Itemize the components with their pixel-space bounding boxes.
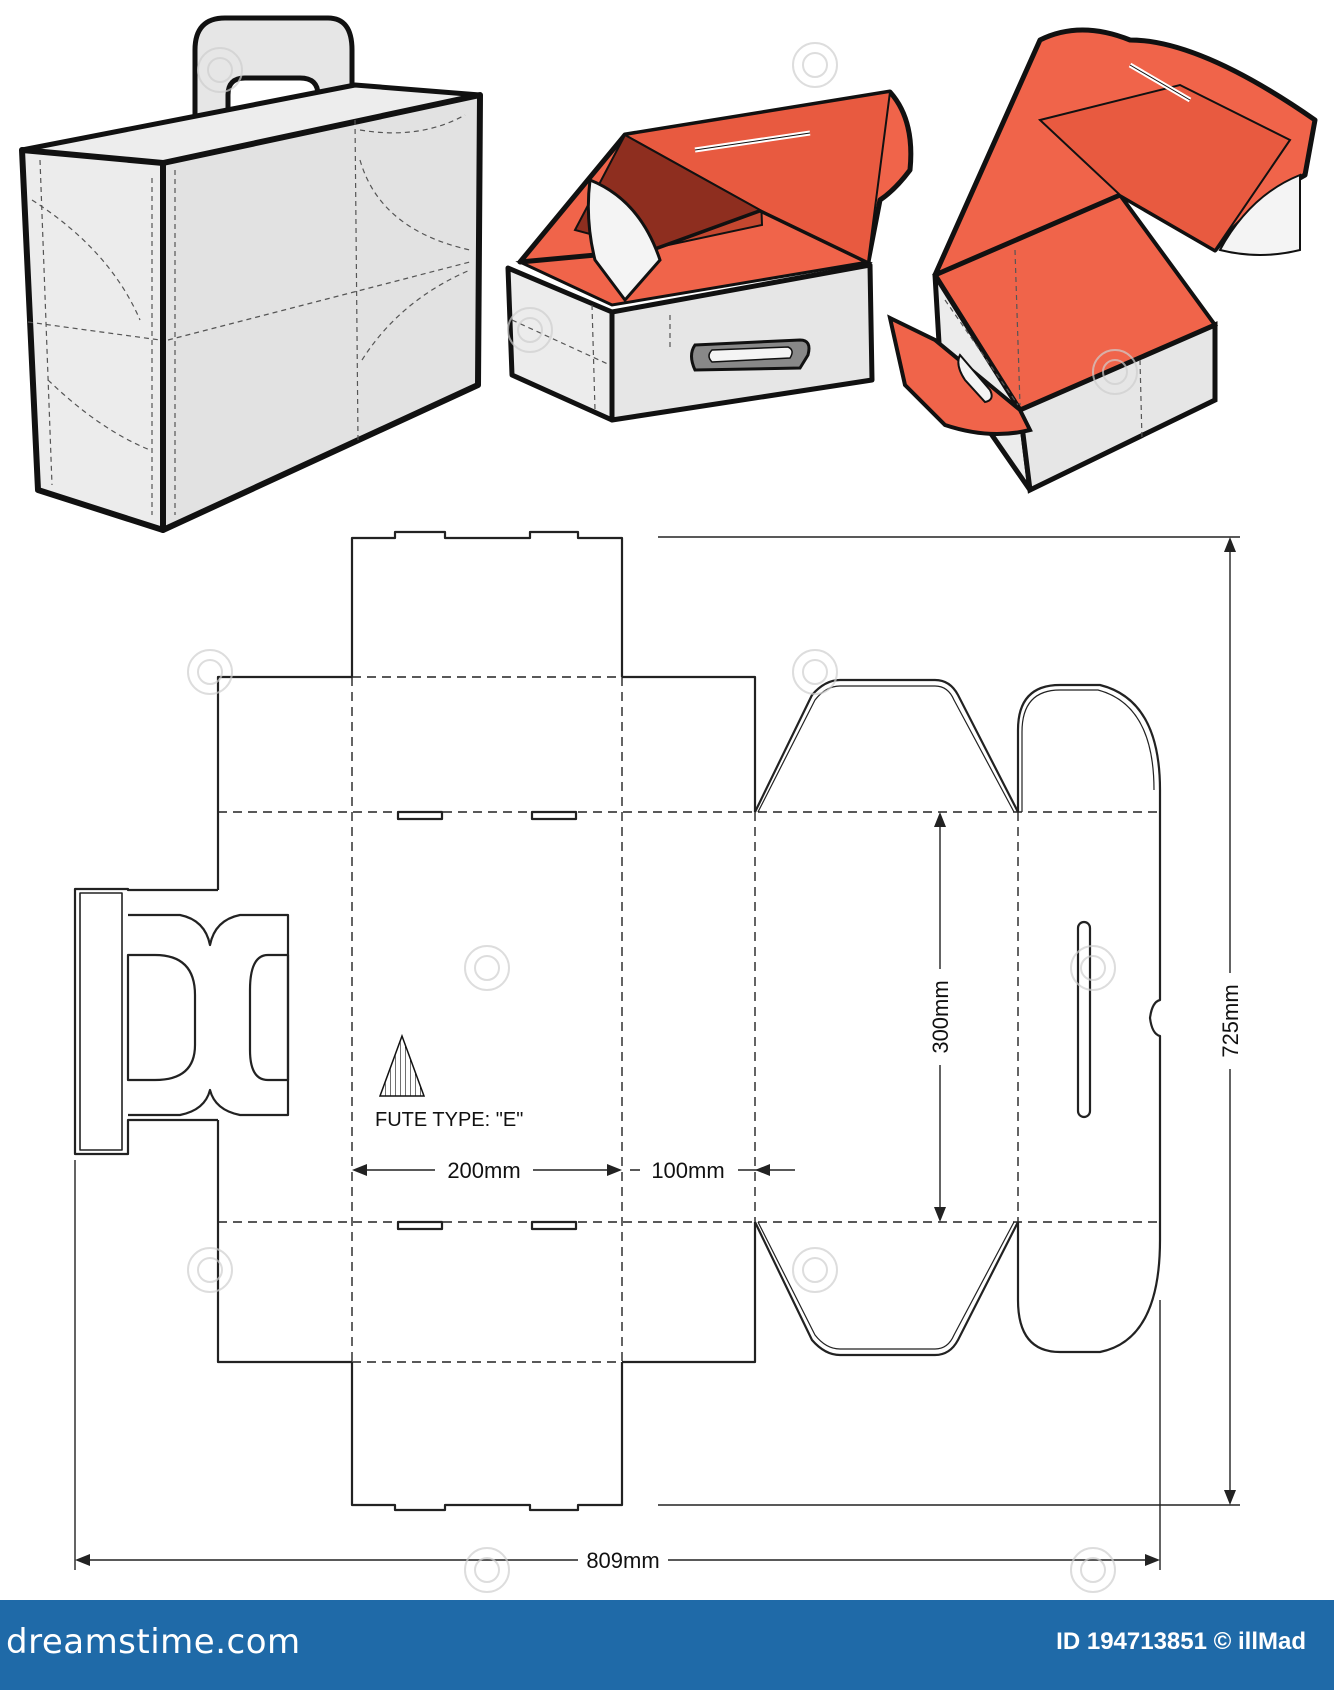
opened-box-3d-view xyxy=(887,27,1318,494)
closed-box-3d-view xyxy=(19,15,483,533)
footer-credit: ID 194713851 © illMad xyxy=(1056,1628,1306,1655)
box-front-face xyxy=(160,92,483,533)
closing-flap xyxy=(1016,683,1162,1354)
lid-panel xyxy=(754,678,1019,813)
handle-cutout-left xyxy=(126,953,197,1082)
footer-brand[interactable]: dreamstime.com xyxy=(6,1622,301,1662)
open-box-3d-view xyxy=(505,89,914,423)
top-dust-flap xyxy=(350,530,624,677)
handle-slot-1 xyxy=(396,810,444,821)
tray-handle-flap xyxy=(887,314,1033,436)
bottom-dust-flap xyxy=(350,1362,624,1512)
flute-triangle-icon xyxy=(378,1033,426,1097)
handle-tab xyxy=(73,887,218,1156)
dimension-total-width-label: 809mm xyxy=(586,1548,659,1573)
footer-bar: dreamstime.com ID 194713851 © illMad xyxy=(0,1600,1334,1690)
handle-slot-3 xyxy=(396,1220,444,1231)
dimension-total-height-label: 725mm xyxy=(1218,984,1243,1057)
fold-lines xyxy=(218,676,1160,1363)
left-side-panel xyxy=(216,675,352,1364)
watermark-spiral-icon xyxy=(187,42,1138,1593)
dimension-width-label: 100mm xyxy=(651,1158,724,1183)
lid-panel-bottom xyxy=(754,1221,1019,1357)
dimension-arrowheads xyxy=(75,537,1236,1566)
lid-slot xyxy=(1076,920,1092,1119)
die-line-layout xyxy=(73,530,1162,1512)
handle-cutout-right xyxy=(248,953,290,1082)
dimension-depth-label: 300mm xyxy=(928,980,953,1053)
flute-type-label: FUTE TYPE: "E" xyxy=(375,1109,523,1131)
dimension-length-label: 200mm xyxy=(447,1158,520,1183)
handle-slot-2 xyxy=(530,810,578,821)
packaging-diagram: 200mm 100mm 809mm 300mm 725mm FUTE TYPE:… xyxy=(19,15,1318,1593)
right-side-panel xyxy=(622,675,757,1364)
handle-slot-4 xyxy=(530,1220,578,1231)
tray-side-wall xyxy=(1017,321,1218,494)
